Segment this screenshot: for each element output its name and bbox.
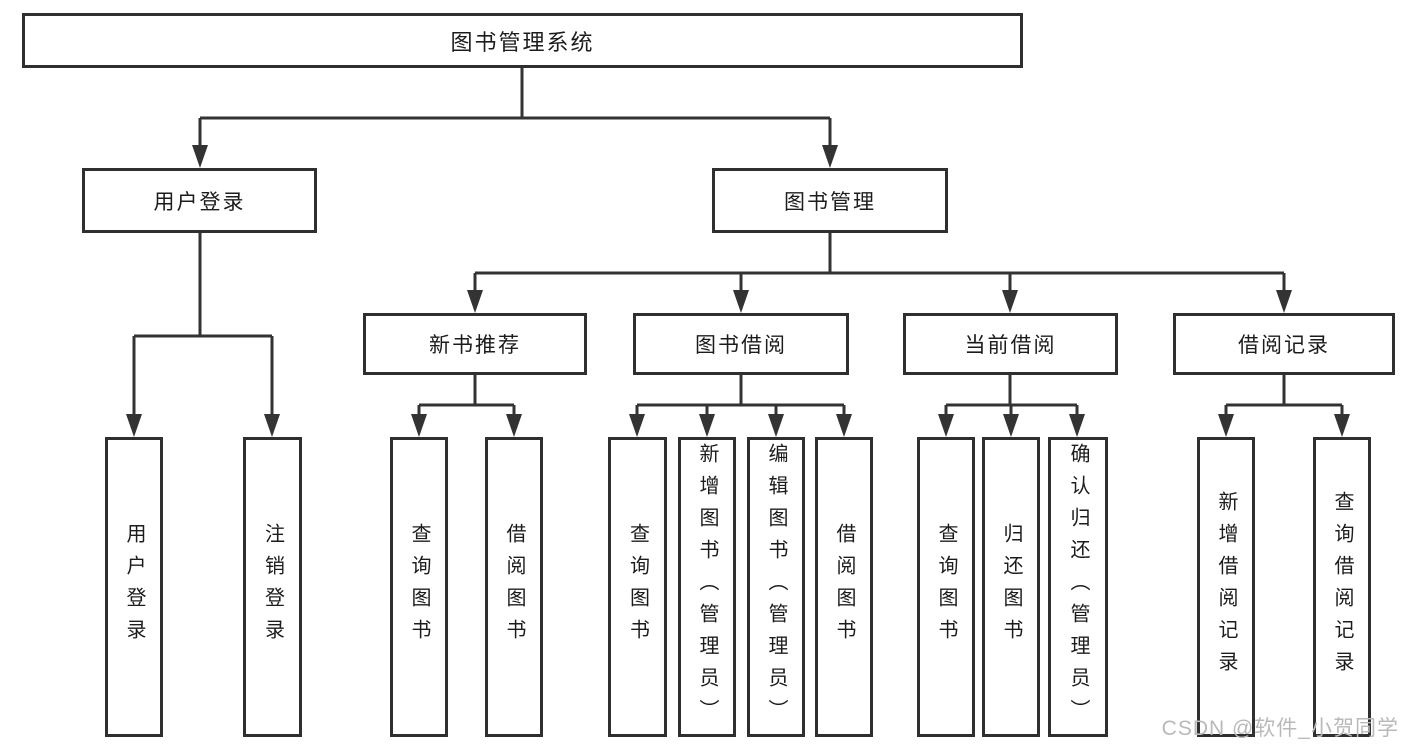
leaf-logout: 注销登录 xyxy=(243,437,302,737)
node-book-borrowing: 图书借阅 xyxy=(633,313,849,375)
arrowheads xyxy=(126,145,1350,437)
leaf-logout-label: 注销登录 xyxy=(261,523,284,651)
node-current-borrowing-label: 当前借阅 xyxy=(964,334,1057,357)
leaf-current-confirm-return-admin-label: 确认归还（管理员） xyxy=(1067,443,1089,731)
leaf-current-query-books: 查询图书 xyxy=(917,437,975,737)
leaf-borrowing-edit-books-admin-label: 编辑图书（管理员） xyxy=(765,443,787,731)
node-user-login: 用户登录 xyxy=(82,168,317,233)
node-root-label: 图书管理系统 xyxy=(450,29,595,55)
leaf-records-query-record: 查询借阅记录 xyxy=(1313,437,1371,737)
leaf-records-add-record-label: 新增借阅记录 xyxy=(1215,491,1237,683)
node-book-management-label: 图书管理 xyxy=(784,190,876,214)
node-user-login-label: 用户登录 xyxy=(153,190,246,214)
csdn-watermark: CSDN @软件_小贺同学 xyxy=(1161,717,1399,740)
leaf-recommend-borrow-books: 借阅图书 xyxy=(485,437,543,737)
node-borrowing-records-label: 借阅记录 xyxy=(1238,334,1330,357)
leaf-current-confirm-return-admin: 确认归还（管理员） xyxy=(1048,437,1108,737)
leaf-borrowing-add-books-admin: 新增图书（管理员） xyxy=(678,437,736,737)
node-book-management: 图书管理 xyxy=(712,168,948,233)
leaf-current-return-books: 归还图书 xyxy=(982,437,1040,737)
node-borrowing-records: 借阅记录 xyxy=(1173,313,1395,375)
leaf-records-add-record: 新增借阅记录 xyxy=(1197,437,1255,737)
node-new-book-recommend-label: 新书推荐 xyxy=(429,334,521,357)
node-book-borrowing-label: 图书借阅 xyxy=(695,334,787,357)
leaf-borrowing-query-books: 查询图书 xyxy=(608,437,667,737)
leaf-borrowing-borrow-books: 借阅图书 xyxy=(815,437,873,737)
leaf-current-return-books-label: 归还图书 xyxy=(1000,523,1022,651)
leaf-recommend-query-books: 查询图书 xyxy=(390,437,448,737)
leaf-borrowing-edit-books-admin: 编辑图书（管理员） xyxy=(747,437,805,737)
node-new-book-recommend: 新书推荐 xyxy=(363,313,587,375)
node-root: 图书管理系统 xyxy=(22,13,1023,68)
leaf-records-query-record-label: 查询借阅记录 xyxy=(1331,491,1353,683)
leaf-borrowing-add-books-admin-label: 新增图书（管理员） xyxy=(696,443,718,731)
node-current-borrowing: 当前借阅 xyxy=(903,313,1118,375)
leaf-current-query-books-label: 查询图书 xyxy=(935,523,957,651)
leaf-recommend-borrow-books-label: 借阅图书 xyxy=(503,523,525,651)
leaf-user-login-label: 用户登录 xyxy=(123,523,145,651)
leaf-borrowing-borrow-books-label: 借阅图书 xyxy=(833,523,855,651)
leaf-recommend-query-books-label: 查询图书 xyxy=(408,523,430,651)
leaf-user-login: 用户登录 xyxy=(105,437,163,737)
leaf-borrowing-query-books-label: 查询图书 xyxy=(626,523,649,651)
